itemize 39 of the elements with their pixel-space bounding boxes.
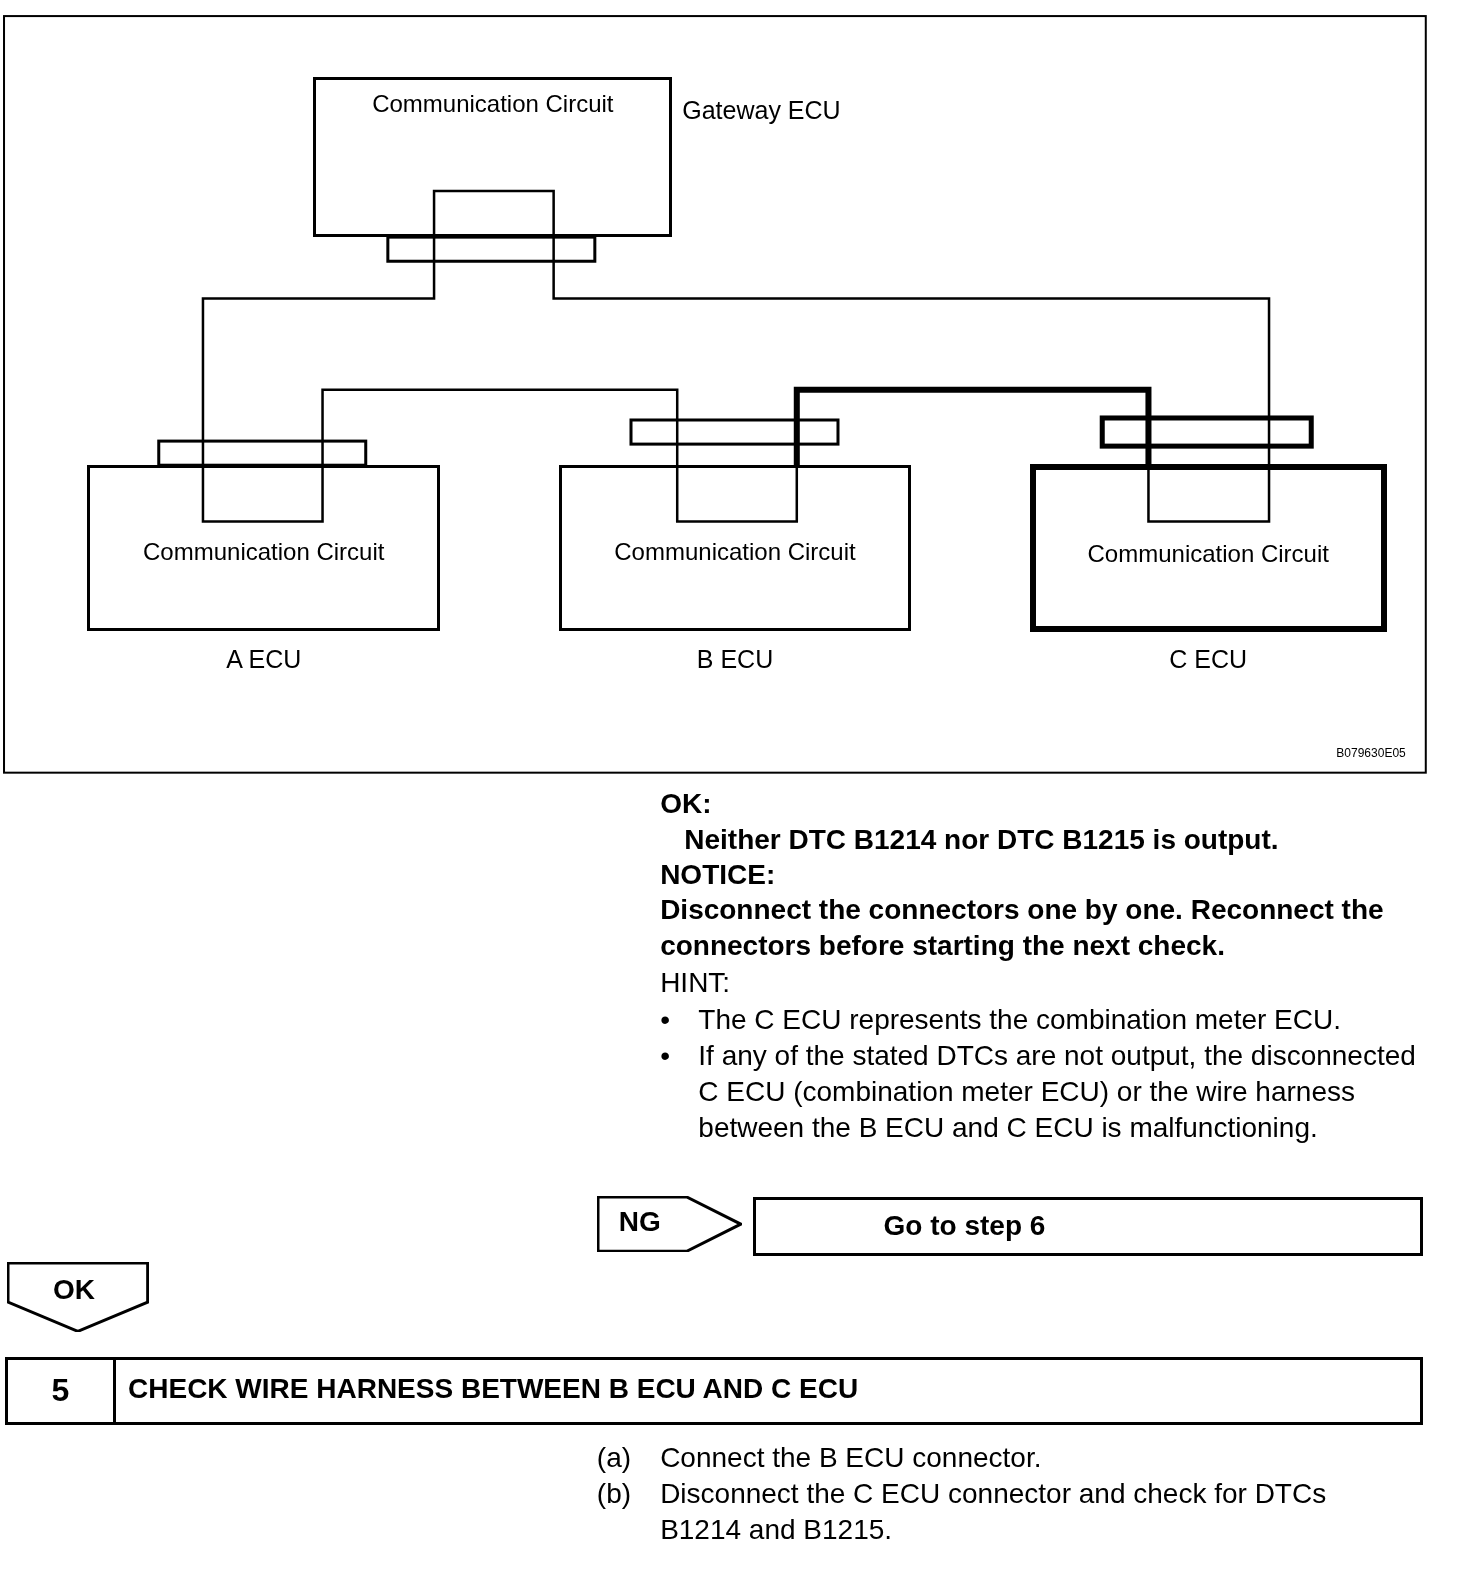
status-label: NG — [618, 1205, 661, 1238]
heading: HINT: — [660, 965, 731, 1000]
wire — [552, 237, 1271, 465]
ecu-name: Gateway ECU — [682, 96, 841, 126]
result-box — [752, 1196, 1423, 1256]
body-text: If any of the stated DTCs are not output, the disconnected C ECU (combination meter ECU) or the wire harness between the B ECU and C ECU is malfunctioning. — [698, 1038, 1417, 1145]
ok-tag — [7, 1262, 149, 1333]
body-text: Connect the B ECU connector. — [660, 1440, 1042, 1475]
wire — [321, 388, 679, 466]
body-text: The C ECU represents the combination meter ECU. — [698, 1002, 1341, 1037]
list-marker: (b) — [596, 1477, 632, 1511]
body-text: Neither DTC B1214 nor DTC B1215 is output. — [684, 822, 1279, 857]
heading: OK: — [660, 786, 712, 821]
bullet: • — [660, 1038, 670, 1073]
ecu-box — [313, 77, 673, 238]
wire — [793, 386, 1152, 466]
step-title: CHECK WIRE HARNESS BETWEEN B ECU AND C ECU — [128, 1373, 859, 1406]
step-header — [5, 1357, 1423, 1425]
circuit-label: Communication Circuit — [1086, 540, 1330, 569]
status-label: OK — [53, 1274, 96, 1306]
circuit-label: Communication Circuit — [613, 538, 857, 567]
list-marker: (a) — [596, 1440, 632, 1475]
circuit-label: Communication Circuit — [371, 90, 615, 119]
heading: NOTICE: — [660, 858, 776, 893]
ecu-box — [558, 465, 912, 631]
body-text: Disconnect the connectors one by one. Reconnect the connectors before starting the next check. — [660, 893, 1385, 964]
ecu-box — [87, 465, 441, 631]
figure-code: B079630E05 — [1336, 744, 1406, 761]
bullet: • — [660, 1002, 670, 1037]
wire — [201, 237, 436, 466]
ecu-name: B ECU — [695, 645, 775, 675]
instruction-text: Go to step 6 — [883, 1209, 1046, 1242]
body-text: Disconnect the C ECU connector and check for DTCs B1214 and B1215. — [660, 1477, 1328, 1547]
ecu-name: C ECU — [1168, 645, 1249, 675]
ecu-box — [1029, 464, 1387, 632]
step-number: 5 — [8, 1360, 116, 1422]
ecu-name: A ECU — [225, 645, 303, 675]
circuit-label: Communication Circuit — [142, 538, 386, 567]
ng-tag — [596, 1195, 742, 1252]
